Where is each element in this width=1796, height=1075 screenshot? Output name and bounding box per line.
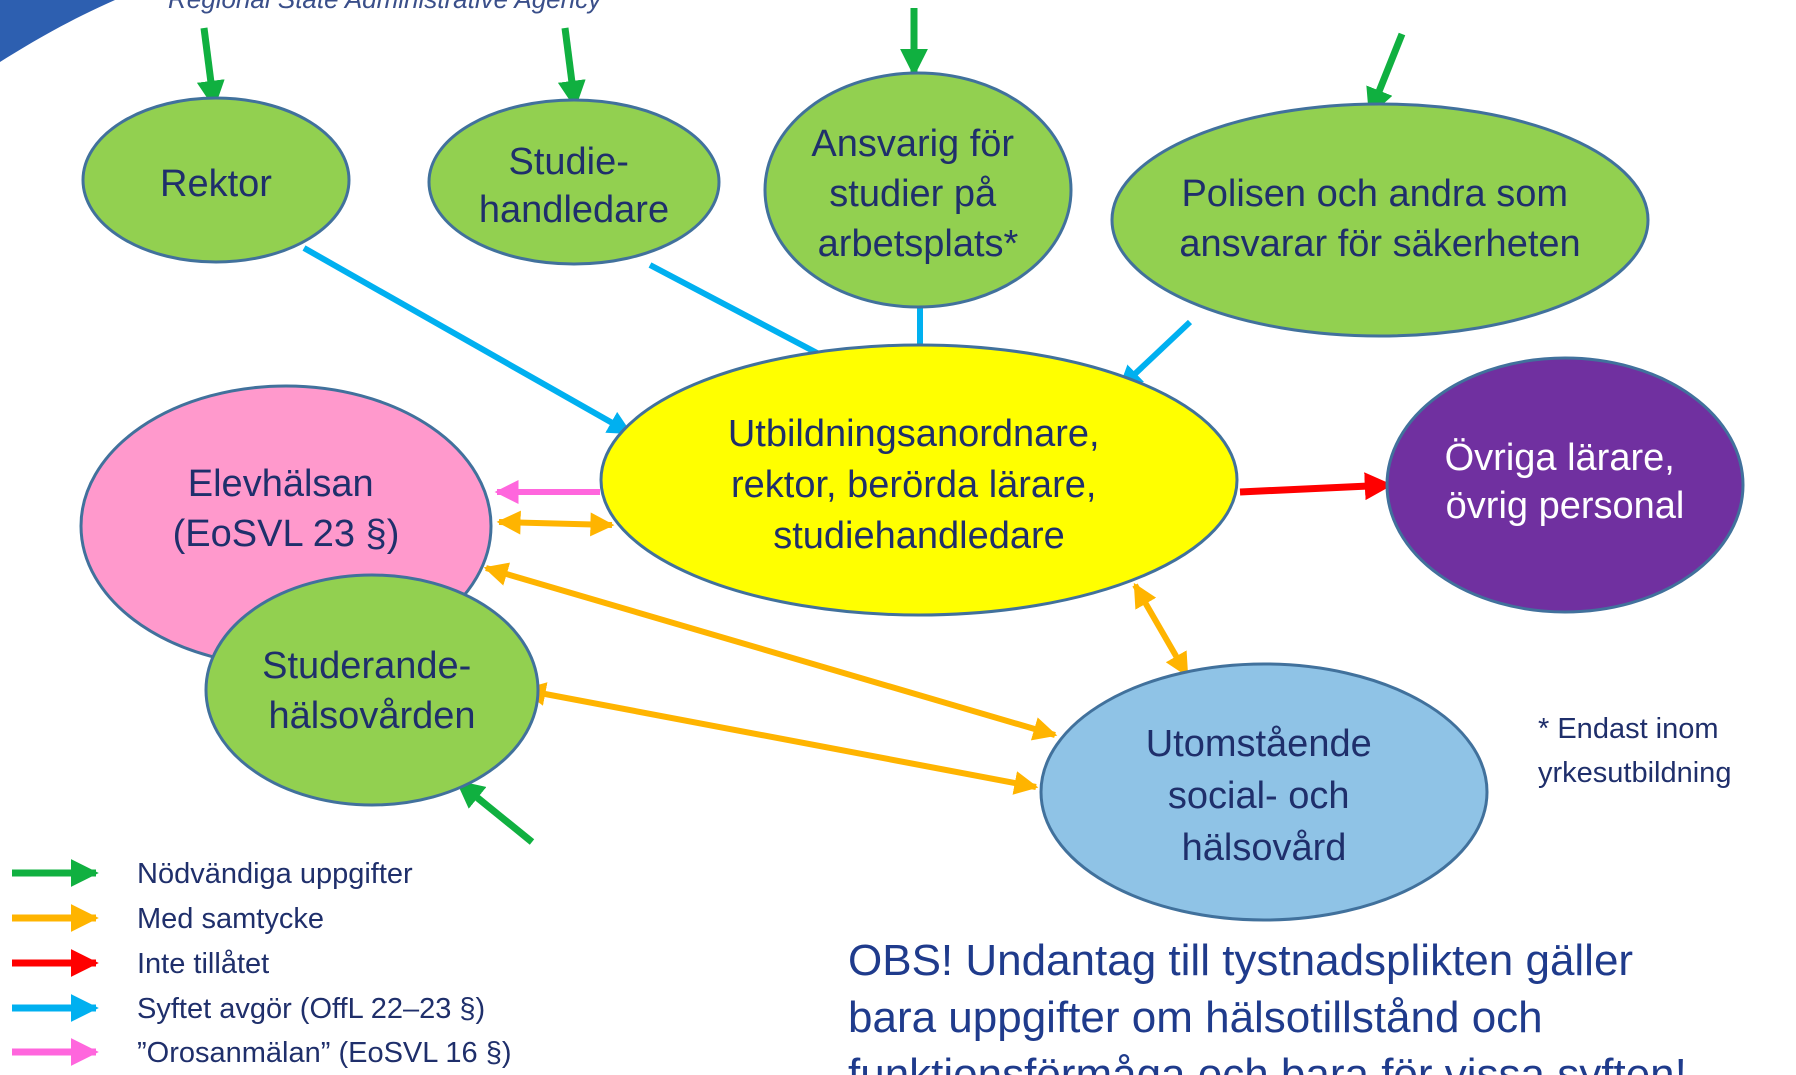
node-shape [599, 343, 1239, 617]
node-label: Elevhälsan [188, 463, 374, 505]
footnote: * Endast inom yrkesutbildning [1538, 713, 1731, 789]
legend-label: Med samtycke [137, 903, 324, 935]
node-ovriga: Övriga lärare, övrig personal [1385, 356, 1745, 614]
node-utbildning: Utbildningsanordnare, rektor, berörda lä… [599, 343, 1239, 617]
svg-text:Utbildningsanordnare, re: Utbildningsanordnare, rektor, berörda lä… [728, 413, 1110, 557]
agency-logo [0, 0, 115, 62]
svg-text:* Endast inom yrkesutbil: * Endast inom yrkesutbildning [1538, 713, 1731, 789]
node-label: hälsovård [1182, 827, 1347, 869]
legend-label: Syftet avgör (OffL 22–23 §) [137, 993, 485, 1025]
node-label: Studie- [509, 141, 629, 183]
orange-arrow-studerande-utomstaende [521, 682, 1039, 795]
green-arrow-rektor [196, 27, 225, 109]
node-label: Utbildningsanordnare, [728, 413, 1100, 455]
svg-text:OBS! Undantag till tystnadspli: OBS! Undantag till tystnadsplikten gälle… [848, 936, 1687, 1075]
obs-line: bara uppgifter om hälsotillstånd och [848, 993, 1543, 1042]
node-label: arbetsplats* [818, 223, 1019, 265]
red-arrow-ovriga [1239, 472, 1393, 501]
legend-item: Inte tillåtet [12, 948, 269, 980]
node-shape [1110, 102, 1650, 338]
svg-text:Utomstående social- och: Utomstående social- och hälsovård [1146, 723, 1383, 869]
svg-text:Elevhälsan (EoSVL 23 §): Elevhälsan (EoSVL 23 §) [173, 463, 400, 555]
node-shape [1039, 662, 1489, 922]
node-label: Ansvarig för [811, 123, 1014, 165]
legend-item: ”Orosanmälan” (EoSVL 16 §) [12, 1037, 511, 1069]
node-label: social- och [1168, 775, 1350, 817]
blue-arrow-polisen [1117, 319, 1193, 391]
legend-label: Nödvändiga uppgifter [137, 858, 413, 890]
legend-label: Inte tillåtet [137, 948, 269, 980]
legend-item: Syftet avgör (OffL 22–23 §) [12, 993, 485, 1025]
node-shape [1385, 356, 1745, 614]
orange-arrow-elevhalsan-utbildning [496, 510, 615, 537]
node-label: Polisen och andra som [1181, 173, 1568, 215]
node-shape [81, 96, 351, 264]
svg-text:Studie- handledare: Studie- handledare [479, 141, 669, 231]
svg-text:Övriga lärare, övrig per: Övriga lärare, övrig personal [1445, 437, 1686, 527]
legend: Nödvändiga uppgifter Med samtycke Inte t… [12, 858, 511, 1069]
svg-text:Studerande- hälsovården: Studerande- hälsovården [262, 645, 482, 737]
agency-text: Regional State Administrative Agency [168, 0, 603, 14]
node-utomstaende: Utomstående social- och hälsovård [1039, 662, 1489, 922]
node-shape [763, 71, 1073, 309]
node-shape [204, 573, 540, 807]
orange-arrow-utbildning-utomstaende [1132, 582, 1190, 678]
node-label: studiehandledare [773, 515, 1065, 557]
obs-note: OBS! Undantag till tystnadsplikten gälle… [848, 936, 1687, 1075]
footnote-line: yrkesutbildning [1538, 757, 1731, 789]
green-arrow-studerande [455, 779, 535, 845]
legend-label: ”Orosanmälan” (EoSVL 16 §) [137, 1037, 511, 1069]
node-rektor: Rektor [81, 96, 351, 264]
node-label: hälsovården [268, 695, 475, 737]
node-label: Studerande- [262, 645, 471, 687]
green-arrow-polisen [1366, 32, 1406, 117]
node-shape [427, 98, 721, 266]
svg-text:Ansvarig för studier på: Ansvarig för studier på arbetsplats* [811, 123, 1024, 265]
legend-item: Med samtycke [12, 903, 324, 935]
node-label: handledare [479, 189, 669, 231]
node-ansvarig: Ansvarig för studier på arbetsplats* [763, 71, 1073, 309]
svg-text:Polisen och andra som an: Polisen och andra som ansvarar för säker… [1179, 173, 1580, 265]
legend-item: Nödvändiga uppgifter [12, 858, 413, 890]
node-label: Rektor [160, 163, 272, 205]
node-studiehandledare: Studie- handledare [427, 98, 721, 266]
green-arrow-studiehandledare [557, 27, 586, 109]
node-label: Övriga lärare, [1445, 437, 1675, 479]
blue-arrow-rektor [302, 245, 633, 436]
footnote-line: * Endast inom [1538, 713, 1719, 745]
node-polisen: Polisen och andra som ansvarar för säker… [1110, 102, 1650, 338]
node-label: övrig personal [1446, 485, 1685, 527]
node-label: (EoSVL 23 §) [173, 513, 400, 555]
arrows [196, 8, 1406, 845]
node-studerande: Studerande- hälsovården [204, 573, 540, 807]
obs-line: OBS! Undantag till tystnadsplikten gälle… [848, 936, 1633, 985]
node-label: Utomstående [1146, 723, 1372, 765]
svg-text:Rektor: Rektor [160, 163, 272, 205]
node-label: rektor, berörda lärare, [731, 464, 1096, 506]
obs-line: funktionsförmåga och bara för vissa syft… [848, 1050, 1687, 1075]
node-label: ansvarar för säkerheten [1179, 223, 1580, 265]
node-label: studier på [829, 173, 997, 215]
